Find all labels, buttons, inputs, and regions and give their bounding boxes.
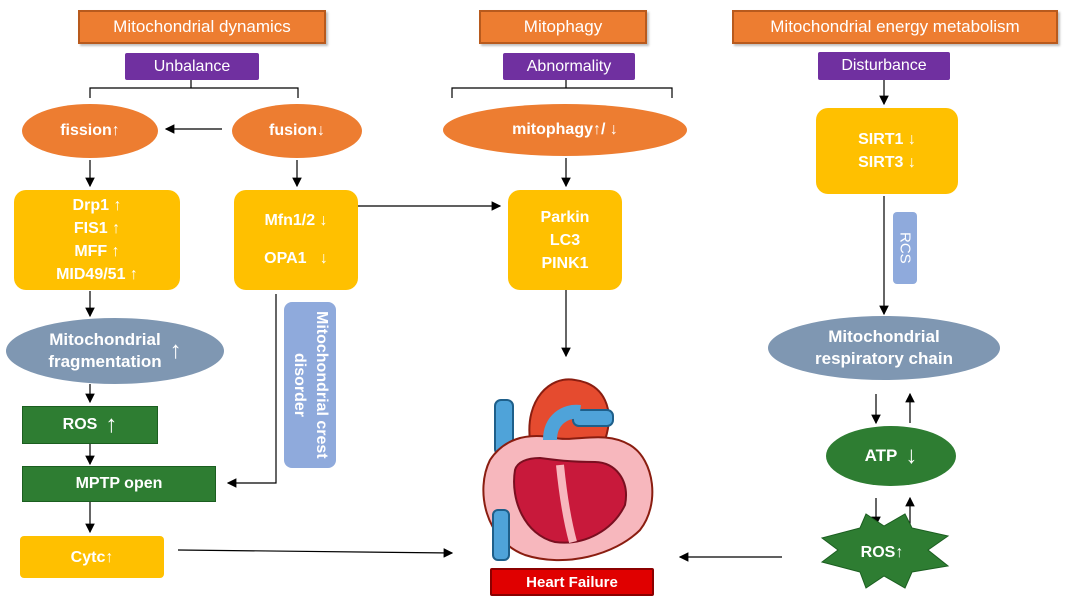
oval-fusion: fusion↓ xyxy=(232,104,362,158)
box-cytc: Cytc↑ xyxy=(20,536,164,578)
protein-sirt3: SIRT3 ↓ xyxy=(858,154,916,171)
mitophagy-proteins-box: Parkin LC3 PINK1 xyxy=(508,190,622,290)
oval-respiratory-chain: Mitochondrial respiratory chain xyxy=(768,316,1000,380)
label-crest-disorder: Mitochondrial crest disorder xyxy=(284,302,336,468)
ros-star-shape xyxy=(820,513,950,589)
protein-mfn1-2: Mfn1/2 ↓ xyxy=(264,212,328,229)
ros-right-label: ROS↑ xyxy=(860,544,904,561)
oval-mitophagy: mitophagy↑/ ↓ xyxy=(443,104,687,156)
atp-down-arrow: ↓ xyxy=(905,442,918,469)
ros-left-up-arrow: ↑ xyxy=(105,411,118,438)
label-disturbance: Disturbance xyxy=(818,52,950,80)
label-heart-failure: Heart Failure xyxy=(490,568,654,596)
protein-sirt1: SIRT1 ↓ xyxy=(858,131,916,148)
resp-chain-line2: respiratory chain xyxy=(815,349,953,368)
protein-mff: MFF ↑ xyxy=(74,243,120,260)
fusion-proteins-box: Mfn1/2 ↓ OPA1 ↓ xyxy=(234,190,358,290)
label-rcs: RCS xyxy=(893,212,917,284)
label-unbalance: Unbalance xyxy=(125,53,259,80)
sirt-box: SIRT1 ↓ SIRT3 ↓ xyxy=(816,108,958,194)
protein-opa1: OPA1 ↓ xyxy=(264,250,328,267)
atp-label: ATP xyxy=(864,446,898,465)
protein-pink1: PINK1 xyxy=(541,254,589,272)
label-abnormality: Abnormality xyxy=(503,53,635,80)
oval-atp: ATP ↓ xyxy=(826,426,956,486)
protein-drp1: Drp1 ↑ xyxy=(72,197,122,214)
header-mitochondrial-dynamics: Mitochondrial dynamics xyxy=(78,10,326,44)
fragmentation-line2: fragmentation xyxy=(48,352,162,371)
box-mptp-open: MPTP open xyxy=(22,466,216,502)
oval-fragmentation: Mitochondrial fragmentation ↑ xyxy=(6,318,224,384)
protein-parkin: Parkin xyxy=(540,208,590,226)
protein-lc3: LC3 xyxy=(549,231,581,249)
resp-chain-line1: Mitochondrial xyxy=(828,327,940,346)
protein-mid49-51: MID49/51 ↑ xyxy=(56,266,138,283)
protein-fis1: FIS1 ↑ xyxy=(73,220,121,237)
header-mitophagy: Mitophagy xyxy=(479,10,647,44)
box-ros-left: ROS ↑ xyxy=(22,406,158,444)
ros-left-label: ROS xyxy=(62,416,98,433)
fission-proteins-box: Drp1 ↑ FIS1 ↑ MFF ↑ MID49/51 ↑ xyxy=(14,190,180,290)
oval-fission: fission↑ xyxy=(22,104,158,158)
header-energy-metabolism: Mitochondrial energy metabolism xyxy=(732,10,1058,44)
fragmentation-up-arrow: ↑ xyxy=(169,337,182,364)
fragmentation-line1: Mitochondrial xyxy=(49,330,161,349)
heart-illustration xyxy=(482,378,654,562)
